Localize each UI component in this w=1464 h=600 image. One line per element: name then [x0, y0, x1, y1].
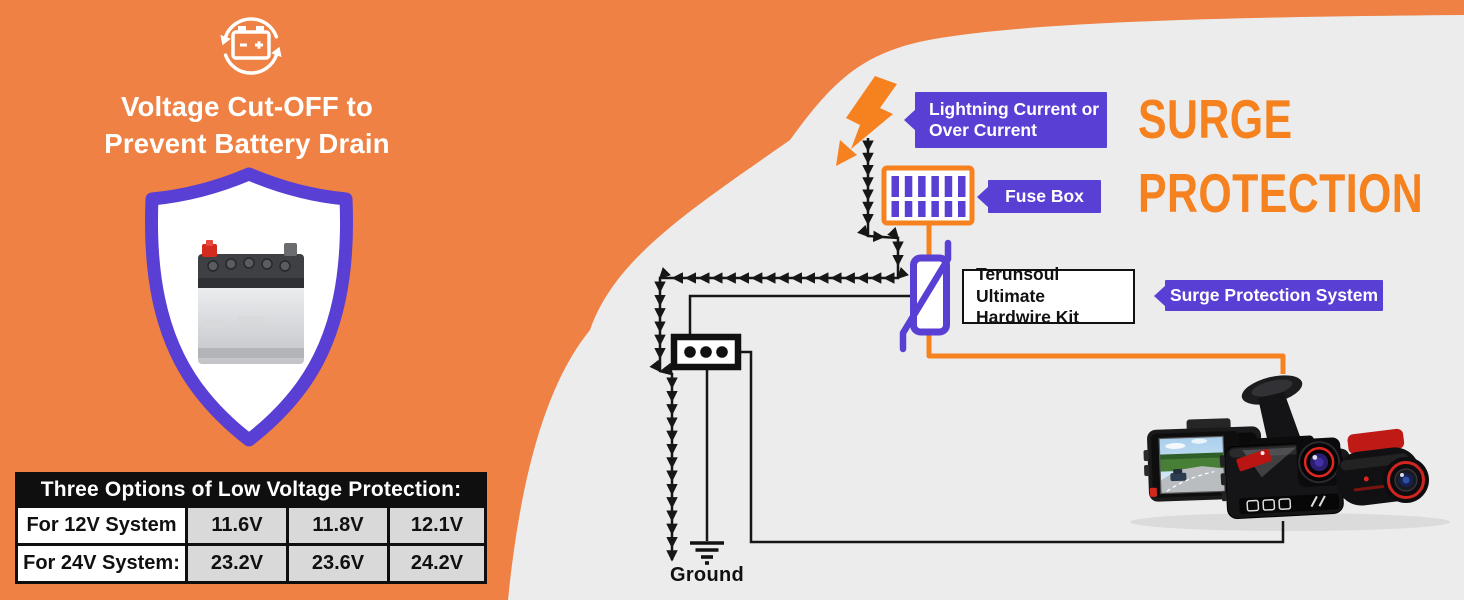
voltage-cell: 23.2V — [188, 546, 286, 581]
surge-heading-line2: PROTECTION — [1138, 162, 1424, 224]
surge-heading-line1: SURGE — [1138, 88, 1293, 150]
voltage-cell: 11.8V — [289, 508, 387, 543]
row-label-12v: For 12V System — [18, 508, 185, 543]
dashcam-cluster — [1130, 375, 1450, 531]
table-header: Three Options of Low Voltage Protection: — [18, 475, 484, 505]
shield-battery-graphic — [138, 160, 362, 457]
ground-symbol — [690, 541, 724, 565]
label-fuse-box: Fuse Box — [988, 180, 1101, 213]
shield-icon — [144, 167, 354, 447]
label-surge-protection-system: Surge Protection System — [1165, 280, 1383, 311]
wire-surge-current-path — [649, 138, 909, 562]
voltage-cutoff-title: Voltage Cut-OFF to Prevent Battery Drain — [27, 88, 467, 162]
dashcam-front — [1219, 437, 1344, 520]
battery-recycle-icon — [220, 17, 282, 75]
voltage-cutoff-title-line1: Voltage Cut-OFF to — [120, 91, 374, 122]
low-voltage-table: Three Options of Low Voltage Protection:… — [15, 472, 487, 584]
voltage-cell: 23.6V — [289, 546, 387, 581]
row-label-24v: For 24V System: — [18, 546, 185, 581]
fuse-box-icon — [881, 165, 975, 226]
wire-arrester-to-dashcam — [926, 331, 1286, 374]
kit-label-line2: Hardwire Kit — [976, 307, 1080, 328]
lightning-bolt-icon — [836, 76, 897, 166]
car-battery-image — [198, 240, 304, 364]
dashcam-screen — [1158, 435, 1226, 495]
voltage-cutoff-title-line2: Prevent Battery Drain — [104, 128, 390, 159]
connector-block — [670, 333, 742, 371]
voltage-cell: 12.1V — [390, 508, 484, 543]
dashcam-lens-front — [1383, 457, 1429, 503]
label-hardwire-kit: Terunsoul Ultimate Hardwire Kit — [962, 264, 1135, 327]
voltage-cell: 24.2V — [390, 546, 484, 581]
label-lightning-current: Lightning Current or Over Current — [915, 92, 1107, 148]
voltage-cell: 11.6V — [188, 508, 286, 543]
label-lightning-line2: Over Current — [929, 120, 1037, 140]
label-lightning-line1: Lightning Current or — [929, 98, 1100, 119]
kit-label-line1: Terunsoul Ultimate — [976, 264, 1060, 306]
ground-label: Ground — [669, 564, 744, 586]
surge-arrester-symbol — [899, 239, 952, 353]
surge-protection-heading: SURGE PROTECTION — [1138, 82, 1423, 230]
